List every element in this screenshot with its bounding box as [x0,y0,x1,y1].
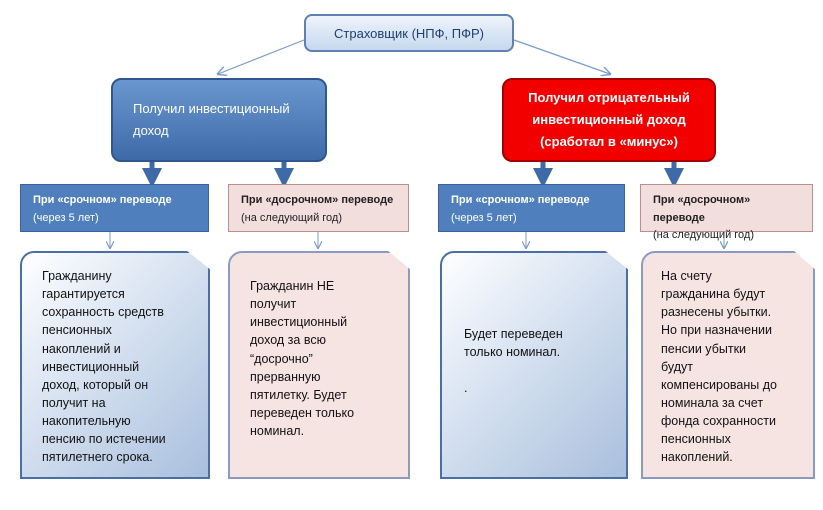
card-left-early: Гражданин НЕ получит инвестиционный дохо… [228,251,410,479]
card-left-urgent: Гражданину гарантируется сохранность сре… [20,251,210,479]
header-right-early: При «досрочном» переводе (на следующий г… [640,184,813,241]
header-sub: (на следующий год) [653,229,754,242]
header-right-urgent: При «срочном» переводе (через 5 лет) [438,184,625,232]
positive-income-label: Получил инвестиционный доход [133,100,290,138]
card-text: Будет переведен только номинал. . [464,327,563,396]
connector-root-right [513,39,610,74]
negative-income-label: Получил отрицательный инвестиционный дох… [528,89,690,150]
connector-root-left [218,39,305,74]
positive-income-node: Получил инвестиционный доход [111,78,327,162]
root-label: Страховщик (НПФ, ПФР) [334,25,484,41]
header-title: При «срочном» переводе [33,194,172,206]
header-sub: (на следующий год) [241,211,342,224]
negative-income-node: Получил отрицательный инвестиционный дох… [502,78,716,162]
header-sub: (через 5 лет) [33,211,99,224]
card-right-early: На счету гражданина будут разнесены убыт… [641,251,815,479]
header-left-urgent: При «срочном» переводе (через 5 лет) [20,184,209,232]
card-text: Гражданину гарантируется сохранность сре… [42,269,166,465]
header-title: При «досрочном» переводе [241,194,394,206]
card-right-urgent: Будет переведен только номинал. . [440,251,628,479]
header-title: При «досрочном» переводе [653,194,751,224]
card-text: Гражданин НЕ получит инвестиционный дохо… [250,279,355,438]
card-text: На счету гражданина будут разнесены убыт… [661,269,777,465]
header-title: При «срочном» переводе [451,194,590,206]
header-left-early: При «досрочном» переводе (на следующий г… [228,184,409,232]
header-sub: (через 5 лет) [451,211,517,224]
root-node: Страховщик (НПФ, ПФР) [304,14,514,52]
